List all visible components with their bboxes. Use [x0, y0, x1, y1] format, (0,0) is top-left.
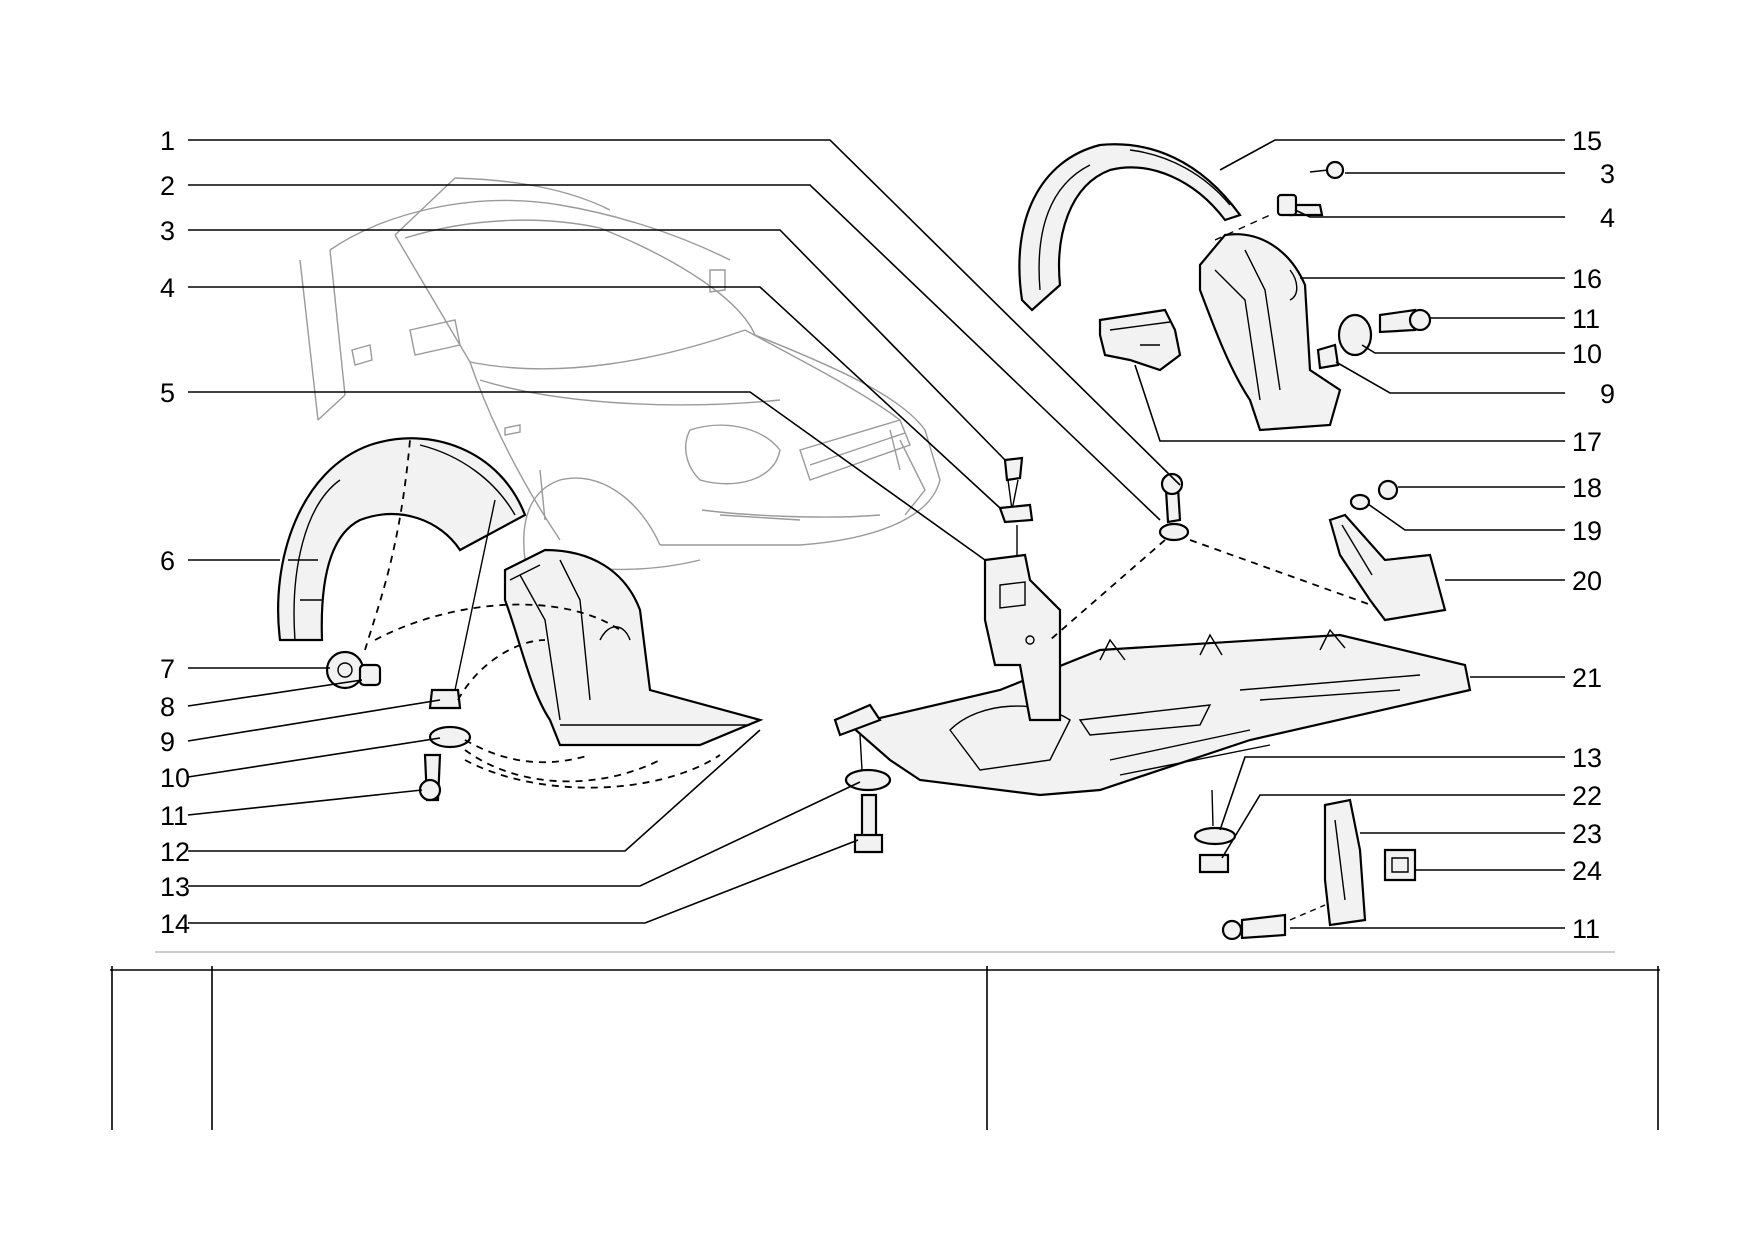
callout-9: 9 — [160, 727, 175, 757]
callout-11-bottom: 11 — [1572, 914, 1600, 944]
front-fender-liner-rear — [1198, 233, 1342, 432]
callout-21: 21 — [1572, 663, 1602, 693]
front-fender-liner-upper — [1018, 143, 1242, 312]
callout-24: 24 — [1572, 856, 1602, 886]
bracket-5 — [983, 553, 1062, 722]
center-fasteners — [844, 456, 1386, 874]
callout-19: 19 — [1572, 516, 1602, 546]
callout-13-right: 13 — [1572, 743, 1602, 773]
callout-13: 13 — [160, 872, 190, 902]
callout-3-right: 3 — [1600, 159, 1615, 189]
title-block-frame — [110, 951, 1660, 1130]
rear-wheel-arch-liner — [277, 437, 527, 642]
bracket-17 — [1098, 308, 1182, 372]
left-assembly-lines — [364, 439, 721, 789]
callout-4-right: 4 — [1600, 203, 1615, 233]
car-body-outline — [299, 177, 941, 571]
callout-7: 7 — [160, 654, 175, 684]
callout-23: 23 — [1572, 819, 1602, 849]
callout-12: 12 — [160, 837, 190, 867]
callout-20: 20 — [1572, 566, 1602, 596]
callout-2: 2 — [160, 171, 175, 201]
bracket-20-group — [1328, 479, 1447, 622]
callout-15: 15 — [1572, 126, 1602, 156]
callout-1: 1 — [160, 126, 175, 156]
engine-splash-shield — [833, 628, 1472, 797]
leader-lines — [187, 139, 1565, 929]
right-top-fasteners — [1214, 160, 1432, 370]
front-fender-liner — [503, 548, 764, 747]
callout-9-right: 9 — [1600, 379, 1615, 409]
callout-16: 16 — [1572, 264, 1602, 294]
left-fasteners — [325, 650, 472, 802]
callout-4: 4 — [160, 273, 175, 303]
callout-6: 6 — [160, 546, 175, 576]
callout-14: 14 — [160, 909, 190, 939]
callout-22: 22 — [1572, 781, 1602, 811]
callout-18: 18 — [1572, 473, 1602, 503]
callout-labels: 1 2 3 4 5 6 7 8 9 10 11 12 13 14 15 3 4 … — [160, 126, 1615, 944]
callout-11: 11 — [160, 801, 188, 831]
callout-10-right: 10 — [1572, 339, 1602, 369]
callout-8: 8 — [160, 692, 175, 722]
callout-5: 5 — [160, 378, 175, 408]
callout-11-right: 11 — [1572, 304, 1600, 334]
callout-3: 3 — [160, 216, 175, 246]
callout-17: 17 — [1572, 427, 1602, 457]
bracket-23-group — [1221, 798, 1417, 941]
callout-10: 10 — [160, 763, 190, 793]
